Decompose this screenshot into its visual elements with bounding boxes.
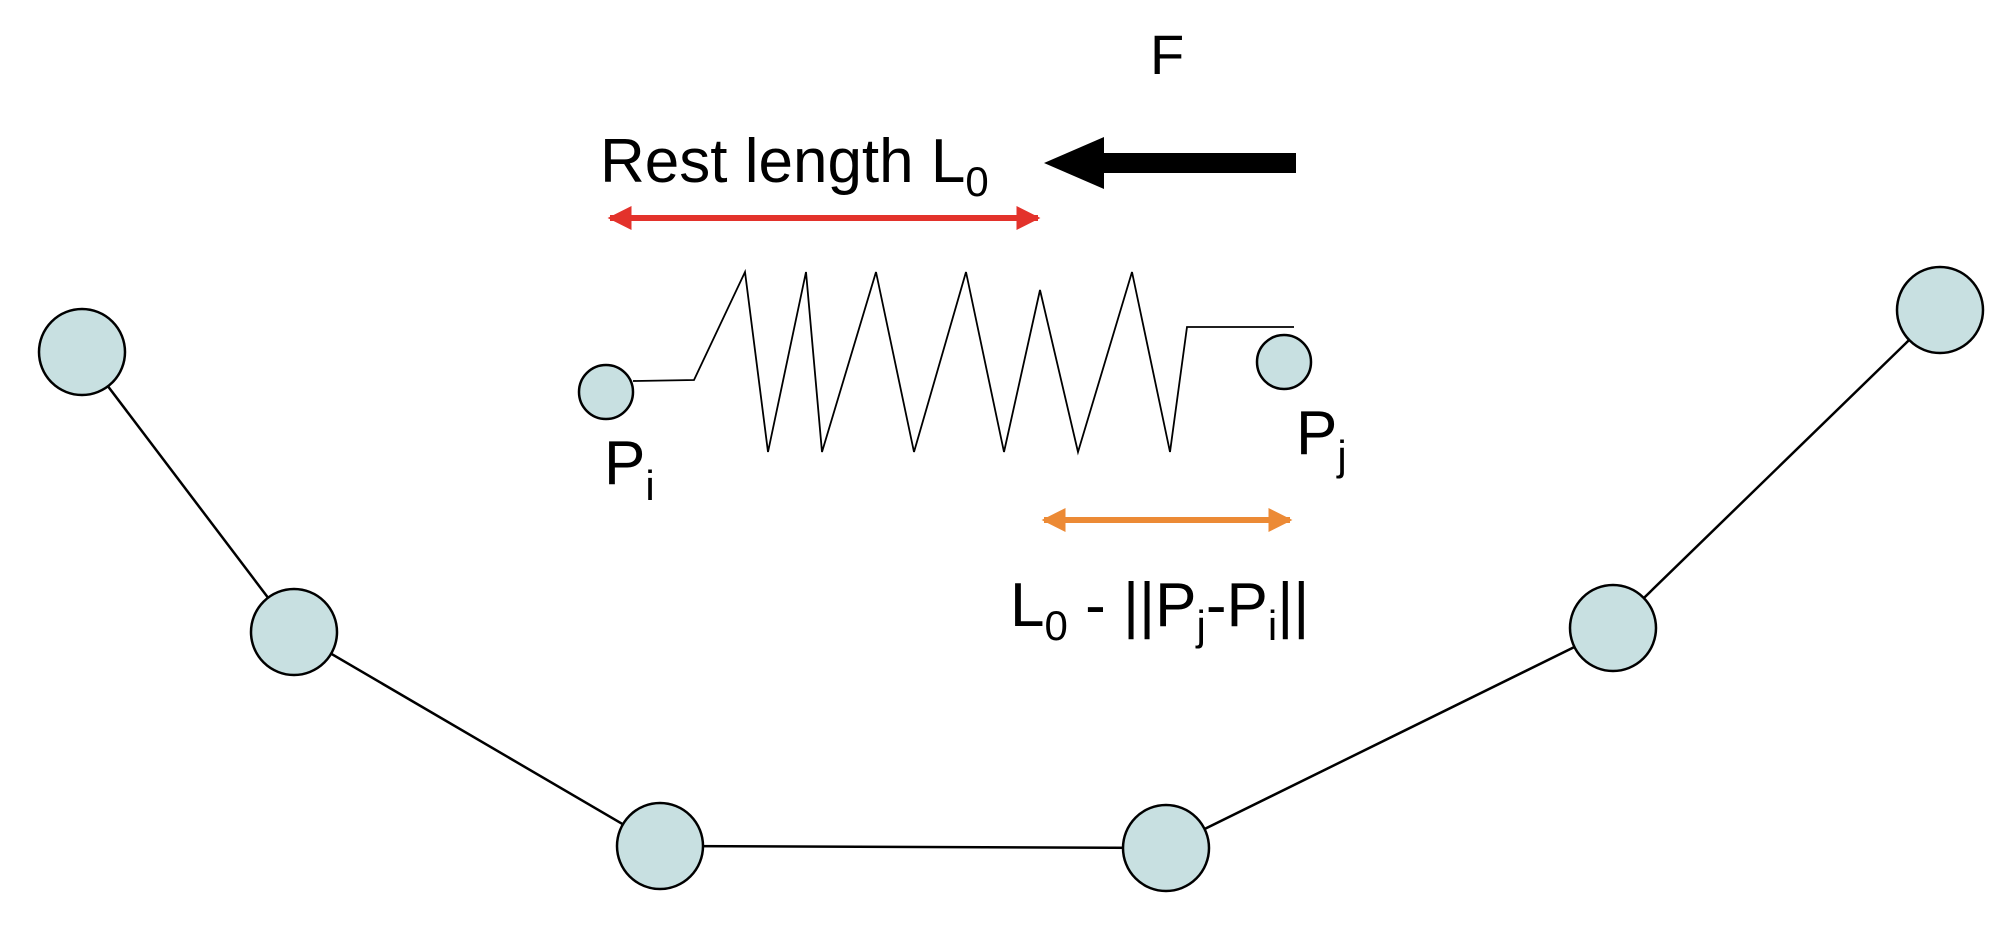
chain-link <box>81 351 295 633</box>
rest-length-text: Rest length L <box>600 127 965 196</box>
pj-label: Pj <box>1296 399 1347 479</box>
chain-node <box>1121 803 1211 893</box>
displacement-label: L0 - ||Pj-Pi|| <box>1010 571 1309 649</box>
chain-node <box>249 587 339 677</box>
spring-coil <box>632 268 1294 456</box>
force-arrow <box>1044 137 1296 189</box>
spring-node-pj <box>1255 333 1313 391</box>
chain-link <box>1165 626 1614 850</box>
chain-node <box>1895 265 1985 355</box>
rest-length-subscript: 0 <box>965 158 988 205</box>
spring-node-pi <box>577 363 635 421</box>
force-label: F <box>1150 23 1184 86</box>
chain-link <box>659 844 1167 850</box>
spring <box>577 268 1313 456</box>
chain-link <box>1612 309 1941 629</box>
pi-label: Pi <box>604 429 655 509</box>
chain-link <box>293 630 661 848</box>
chain-node <box>1568 583 1658 673</box>
rest-length-label: Rest length L0 <box>600 127 989 205</box>
chain <box>37 265 1985 893</box>
chain-node <box>37 307 127 397</box>
chain-node <box>615 801 705 891</box>
